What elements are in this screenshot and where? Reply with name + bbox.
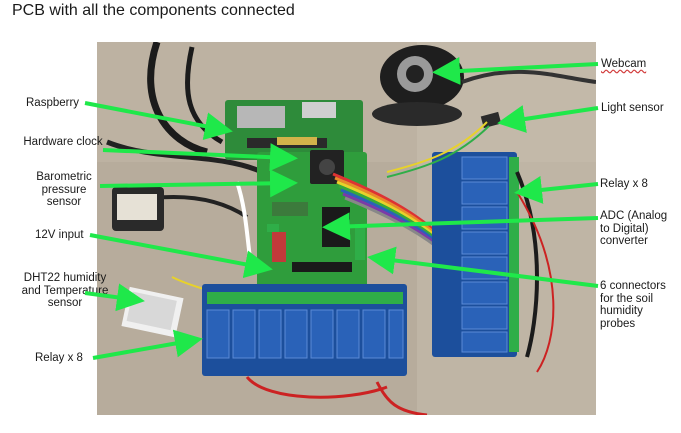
- label-hardware-clock: Hardware clock: [23, 136, 103, 148]
- pcb-photo: [97, 42, 596, 415]
- label-dht22: DHT22 humidity and Temperature sensor: [21, 272, 109, 309]
- label-relay-left: Relay x 8: [35, 352, 83, 364]
- label-relay-right: Relay x 8: [600, 178, 648, 190]
- relay-board-right-illustration: [432, 152, 519, 357]
- relay-board-left-illustration: [202, 284, 407, 376]
- label-barometric: Barometric pressure sensor: [36, 171, 92, 208]
- label-adc: ADC (Analog to Digital) converter: [600, 210, 668, 247]
- label-webcam: Webcam: [601, 58, 647, 70]
- label-light-sensor: Light sensor: [601, 102, 664, 114]
- main-pcb-illustration: [257, 150, 367, 292]
- page-title: PCB with all the components connected: [12, 2, 295, 19]
- label-soil-connectors: 6 connectors for the soil humidity probe…: [600, 280, 666, 330]
- raspberry-board-illustration: [225, 100, 363, 160]
- label-raspberry: Raspberry: [26, 97, 80, 109]
- label-12v-input: 12V input: [35, 229, 84, 241]
- photo-illustration: [97, 42, 596, 415]
